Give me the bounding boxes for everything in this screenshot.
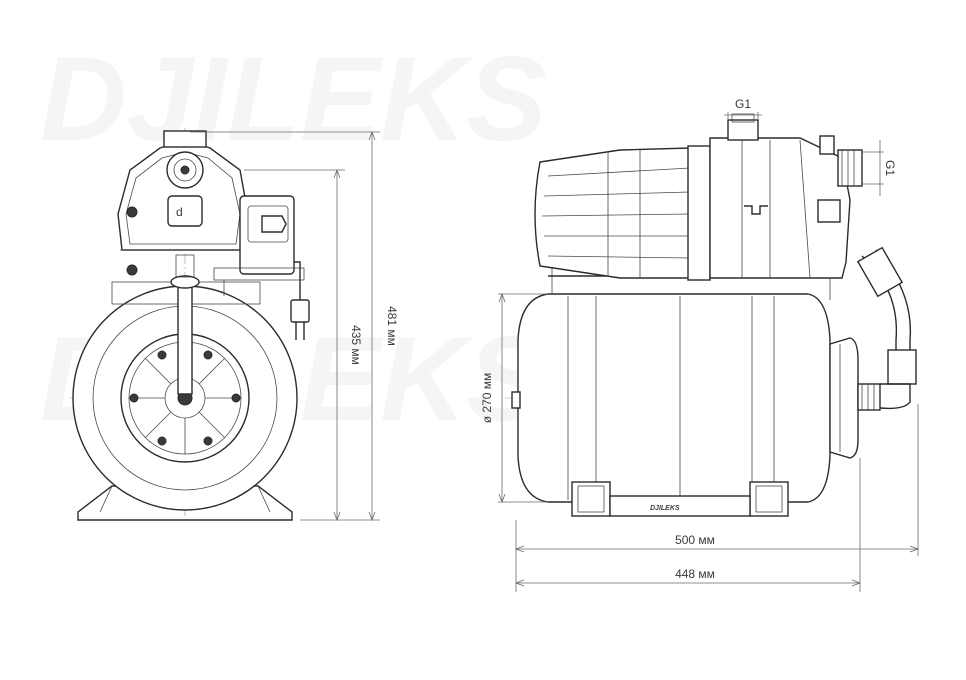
- brand-mark: DJILEKS: [650, 505, 680, 512]
- label-g1-inlet: G1: [883, 160, 897, 176]
- dimension-g1-outlet: G1: [724, 97, 762, 120]
- front-view: d 481 мм: [70, 128, 399, 522]
- label-g1-outlet: G1: [735, 97, 751, 111]
- power-plug: [290, 261, 310, 340]
- label-diameter: ø 270 мм: [480, 373, 494, 424]
- control-box: [213, 195, 305, 296]
- label-481: 481 мм: [385, 306, 399, 346]
- label-500: 500 мм: [675, 533, 715, 547]
- dimension-448: 448 мм: [514, 458, 862, 592]
- label-448: 448 мм: [675, 567, 715, 581]
- svg-text:d: d: [176, 205, 183, 219]
- watermark-text: DJILEKS: [40, 32, 547, 166]
- flange-bolts: [129, 350, 241, 446]
- dimension-500: 500 мм: [514, 404, 920, 592]
- pump-motor-side: [534, 113, 863, 281]
- tank-feet: DJILEKS: [571, 481, 789, 517]
- label-435: 435 мм: [349, 325, 363, 365]
- dimension-g1-inlet: G1: [862, 140, 897, 196]
- dimension-diameter: ø 270 мм: [480, 292, 548, 504]
- side-view: DJILEKS: [480, 97, 920, 592]
- dimension-481: 481 мм: [190, 130, 399, 522]
- dimension-435: 435 мм: [244, 168, 363, 522]
- pump-head-front: d: [117, 130, 249, 276]
- connection-hose: [856, 246, 917, 410]
